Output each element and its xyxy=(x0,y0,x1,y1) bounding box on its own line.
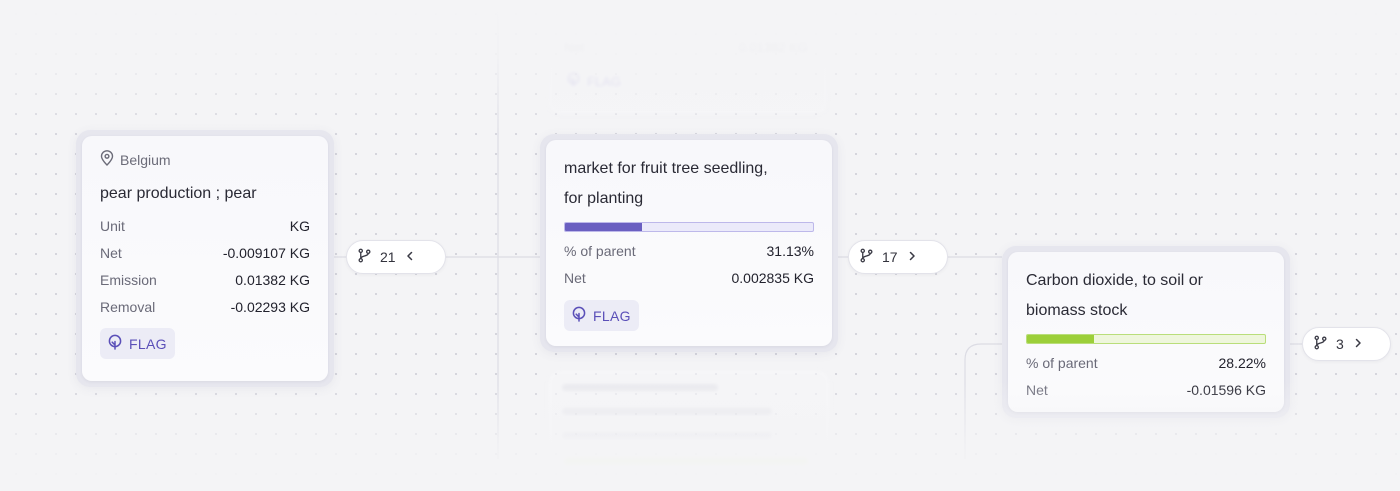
node-title-line1: market for fruit tree seedling, xyxy=(564,160,768,177)
node-title-line2: for planting xyxy=(564,190,644,207)
chevron-left-icon xyxy=(404,249,416,265)
percent-of-parent-fill xyxy=(565,223,643,231)
node-row-unit: Unit KG xyxy=(100,213,310,240)
percent-of-parent-bar xyxy=(564,222,814,232)
node-row-percent: % of parent 31.13% xyxy=(564,238,814,265)
flag-badge[interactable]: FLAG xyxy=(564,300,639,331)
row-key: Unit xyxy=(100,218,125,234)
flag-label: FLAG xyxy=(129,335,167,352)
row-key: % of parent xyxy=(564,243,636,259)
node-fruit-tree-seedling[interactable]: market for fruit tree seedling, for plan… xyxy=(540,134,838,352)
node-title: pear production ; pear xyxy=(100,185,257,202)
row-key: % of parent xyxy=(1026,355,1098,371)
ghost-node-bottom-right xyxy=(1010,446,1282,491)
branch-count: 3 xyxy=(1336,336,1344,352)
flag-label: FLAG xyxy=(593,307,631,324)
branch-count: 21 xyxy=(380,249,396,265)
chevron-right-icon xyxy=(1352,336,1364,352)
percent-of-parent-bar xyxy=(1026,334,1266,344)
location-label: Belgium xyxy=(120,151,171,168)
node-title-line1: Carbon dioxide, to soil or xyxy=(1026,272,1203,289)
node-title-line2: biomass stock xyxy=(1026,302,1128,319)
row-value: 31.13% xyxy=(766,243,814,259)
ghost-node-top: Net 0.01382 KG FLAG xyxy=(548,0,828,115)
node-row-removal: Removal -0.02293 KG xyxy=(100,294,310,321)
ghost-node-bottom xyxy=(548,370,830,491)
node-row-emission: Emission 0.01382 KG xyxy=(100,267,310,294)
row-value: KG xyxy=(289,218,310,234)
row-key: Net xyxy=(1026,382,1048,398)
git-branch-icon xyxy=(357,248,372,266)
expand-children-button[interactable]: 17 xyxy=(848,240,948,274)
node-pear-production[interactable]: Belgium pear production ; pear Unit KG N… xyxy=(76,130,334,387)
flag-badge[interactable]: FLAG xyxy=(100,328,175,359)
sprout-icon xyxy=(566,72,581,90)
node-row-percent: % of parent 28.22% xyxy=(1026,350,1266,377)
row-value: 0.002835 KG xyxy=(731,270,814,286)
ghost-flag-label: FLAG xyxy=(587,73,621,89)
map-pin-icon xyxy=(100,150,114,169)
branch-count: 17 xyxy=(882,249,898,265)
sprout-icon xyxy=(571,306,587,325)
sprout-icon xyxy=(107,334,123,353)
ghost-value: 0.01382 KG xyxy=(738,40,808,55)
expand-children-button[interactable]: 21 xyxy=(346,240,446,274)
row-value: -0.01596 KG xyxy=(1186,382,1266,398)
node-row-net: Net -0.01596 KG xyxy=(1026,377,1266,404)
chevron-right-icon xyxy=(906,249,918,265)
row-value: -0.009107 KG xyxy=(222,245,310,261)
percent-of-parent-fill xyxy=(1027,335,1095,343)
git-branch-icon xyxy=(1313,335,1328,353)
node-row-net: Net 0.002835 KG xyxy=(564,265,814,292)
row-key: Net xyxy=(564,270,586,286)
node-location: Belgium xyxy=(100,150,310,169)
ghost-label: Net xyxy=(564,40,585,55)
node-carbon-dioxide[interactable]: Carbon dioxide, to soil or biomass stock… xyxy=(1002,246,1290,418)
git-branch-icon xyxy=(859,248,874,266)
row-value: 0.01382 KG xyxy=(235,272,310,288)
row-key: Removal xyxy=(100,299,156,315)
expand-children-button[interactable]: 3 xyxy=(1302,327,1391,361)
row-value: -0.02293 KG xyxy=(230,299,310,315)
row-value: 28.22% xyxy=(1218,355,1266,371)
node-row-net: Net -0.009107 KG xyxy=(100,240,310,267)
row-key: Emission xyxy=(100,272,157,288)
row-key: Net xyxy=(100,245,122,261)
